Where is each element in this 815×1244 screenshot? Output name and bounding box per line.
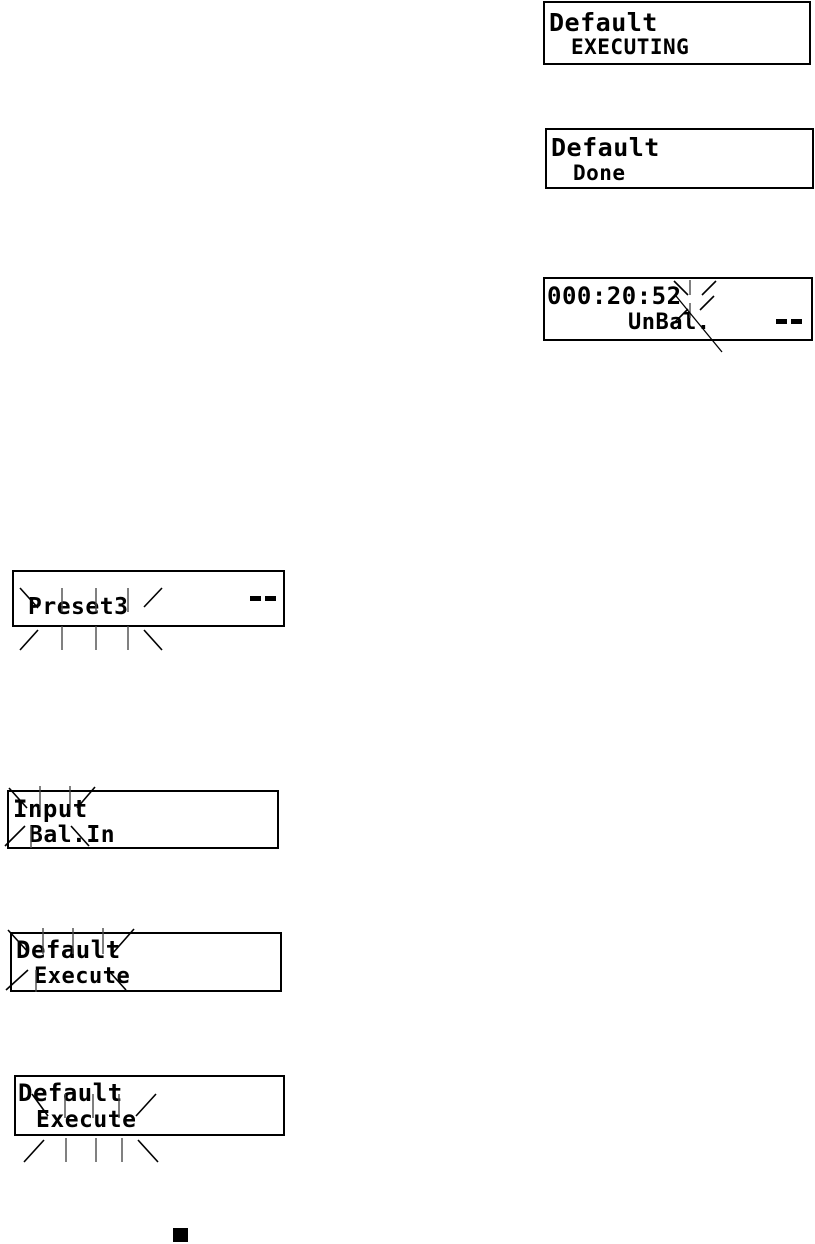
lcd-menu-value: Execute [34,964,131,989]
lcd-panel-done: Default Done [545,128,814,189]
lcd-level-dashes [776,319,802,324]
lcd-menu-value: Execute [36,1107,137,1133]
lcd-line-1: Default [551,133,660,162]
lcd-preset-name: Preset3 [28,594,129,620]
section-end-marker [173,1228,188,1242]
lcd-panel-input: Input Bal.In [7,790,279,849]
lcd-menu-value: Bal.In [29,822,116,848]
lcd-panel-default-execute-selected: Default Execute [14,1075,285,1136]
lcd-menu-title: Default [18,1079,123,1107]
lcd-line-2: Done [573,161,626,185]
lcd-level-dashes [250,596,276,601]
lcd-panel-preset: Preset3 [12,570,285,627]
blink-indicator-rays-bottom [18,626,163,652]
lcd-line-1: Default [549,8,658,37]
lcd-panel-default-execute: Default Execute [10,932,282,992]
lcd-balance-status: UnBal. [628,310,711,335]
lcd-panel-timer: 000:20:52 UnBal. [543,277,813,341]
lcd-line-2: EXECUTING [571,35,690,59]
lcd-panel-executing: Default EXECUTING [543,1,811,65]
lcd-timer-value: 000:20:52 [547,282,682,310]
lcd-menu-title: Default [16,936,121,964]
blink-indicator-rays-bottom [22,1136,162,1166]
lcd-menu-title: Input [13,795,88,823]
